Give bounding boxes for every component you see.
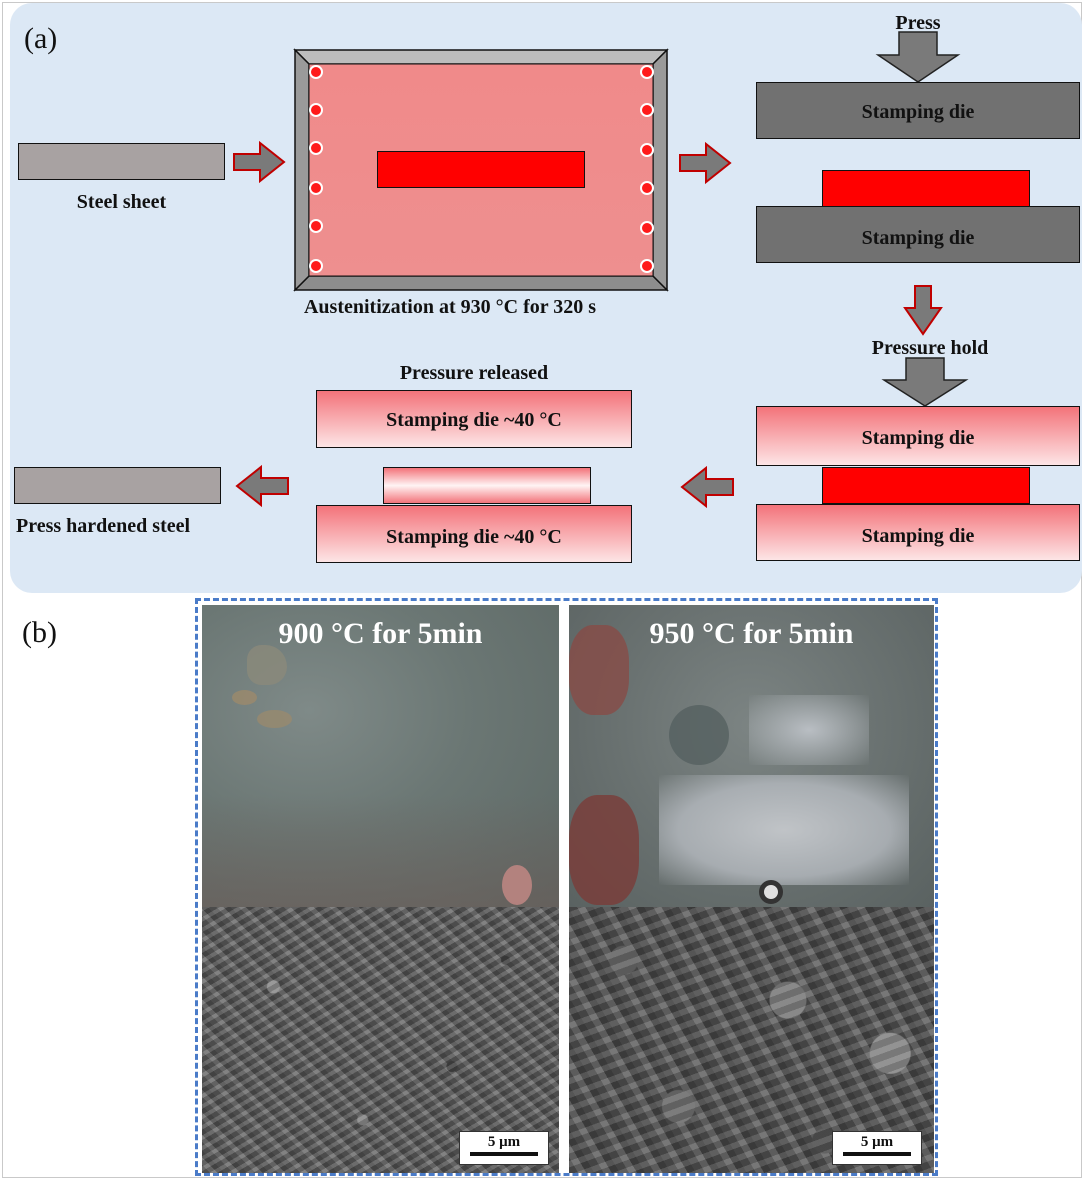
surface-spot xyxy=(232,690,257,705)
lower-die-label: Stamping die xyxy=(861,227,975,249)
scale-bar-950-text: 5 μm xyxy=(860,1134,894,1150)
pressure-hold-arrow xyxy=(881,357,969,407)
surface-spot xyxy=(257,710,292,728)
released-part xyxy=(383,467,591,504)
upper-die-label: Stamping die xyxy=(861,101,975,123)
hold-blank xyxy=(822,467,1030,504)
released-lower-die: Stamping die ~40 °C xyxy=(316,505,632,563)
surface-spot xyxy=(247,645,287,685)
scale-bar-line xyxy=(470,1152,538,1156)
arrow-down-1 xyxy=(903,285,943,336)
heater-dots xyxy=(309,65,654,273)
arrow-left-2 xyxy=(235,464,289,508)
sem-image-900: 5 μm xyxy=(202,907,559,1173)
surface-photo-900: 900 °C for 5min xyxy=(202,605,559,907)
blank-on-die xyxy=(822,170,1030,207)
heated-sheet xyxy=(377,151,585,188)
pressure-released-label: Pressure released xyxy=(399,362,549,384)
surface-photo-950: 950 °C for 5min xyxy=(569,605,934,907)
surface-shade xyxy=(202,795,559,907)
pressure-hold-label: Pressure hold xyxy=(871,337,989,359)
hold-upper-die: Stamping die xyxy=(756,406,1080,466)
released-upper-die-label: Stamping die ~40 °C xyxy=(386,409,562,431)
panel-b-frame: 900 °C for 5min 5 μm 950 °C for 5min 5 μ… xyxy=(195,598,938,1176)
surface-pit xyxy=(759,880,783,904)
oxide-patch xyxy=(659,775,909,885)
press-label: Press xyxy=(895,12,941,34)
surface-spot xyxy=(669,705,729,765)
panel-b-label: (b) xyxy=(22,616,57,649)
hold-upper-die-label: Stamping die xyxy=(861,427,975,449)
scale-bar-line xyxy=(843,1152,911,1156)
scale-bar-900-text: 5 μm xyxy=(487,1134,521,1150)
panel-a-label: (a) xyxy=(24,22,58,55)
lower-stamping-die: Stamping die xyxy=(756,206,1080,263)
steel-sheet-label: Steel sheet xyxy=(76,191,167,213)
furnace xyxy=(293,48,669,292)
sem-texture xyxy=(202,907,559,1173)
austenitization-label: Austenitization at 930 °C for 320 s xyxy=(303,296,597,318)
released-lower-die-label: Stamping die ~40 °C xyxy=(386,526,562,548)
hold-lower-die: Stamping die xyxy=(756,504,1080,561)
hold-lower-die-label: Stamping die xyxy=(861,525,975,547)
scale-bar-900: 5 μm xyxy=(459,1131,549,1165)
title-950: 950 °C for 5min xyxy=(649,617,854,650)
surface-spot xyxy=(569,795,639,905)
steel-sheet xyxy=(18,143,225,180)
process-arrows-svg xyxy=(233,31,969,509)
arrow-left-1 xyxy=(680,465,734,509)
surface-spot xyxy=(569,625,629,715)
arrow-right-1 xyxy=(233,140,286,184)
arrow-right-2 xyxy=(679,141,732,185)
press-arrow xyxy=(875,31,961,83)
surface-spot xyxy=(502,865,532,905)
scale-bar-950: 5 μm xyxy=(832,1131,922,1165)
upper-stamping-die: Stamping die xyxy=(756,82,1080,139)
released-upper-die: Stamping die ~40 °C xyxy=(316,390,632,448)
press-hardened-steel-label: Press hardened steel xyxy=(16,515,191,537)
sem-image-950: 5 μm xyxy=(569,907,934,1173)
sem-texture xyxy=(569,907,934,1173)
title-900: 900 °C for 5min xyxy=(278,617,483,650)
press-hardened-steel xyxy=(14,467,221,504)
column-divider xyxy=(559,605,569,1173)
oxide-patch xyxy=(749,695,869,765)
